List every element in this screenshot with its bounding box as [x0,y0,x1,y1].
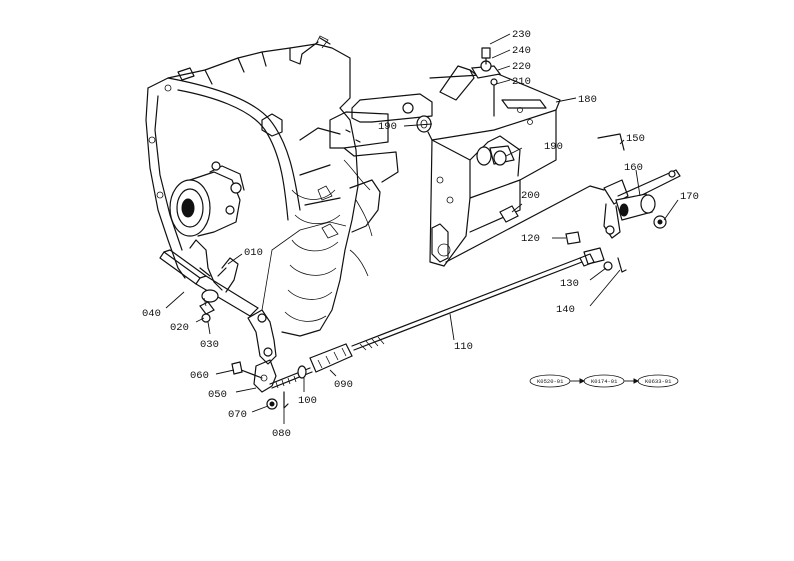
part-labels: 230 240 220 210 180 190 190 200 150 160 … [142,29,699,440]
serial-code-oval-3 [637,374,679,388]
lever-arm-assembly [247,221,347,393]
label-170: 170 [680,191,699,203]
lever-150-assembly [597,133,681,239]
nut-170 [653,215,667,229]
serial-code-3: K0633-01 [645,378,672,385]
bushing-190-lower [476,146,507,166]
plate-220-bolt-230-washer-240 [470,47,502,79]
leader-lines [165,33,679,424]
shift-rod-040 [159,249,259,317]
serial-arrowhead-1 [579,378,586,384]
clevis-130 [583,247,613,271]
label-190-upper: 190 [378,121,397,133]
pin-160 [615,193,656,221]
transmission-housing [145,35,381,337]
pin-210 [490,78,498,117]
label-160: 160 [624,162,643,174]
label-120: 120 [521,233,540,245]
turnbuckle-090 [309,343,353,373]
label-130: 130 [560,278,579,290]
lever-plate-assembly [329,93,433,183]
release-bearing-assembly [169,161,245,237]
label-020: 020 [170,322,189,334]
label-060: 060 [190,370,209,382]
label-180: 180 [578,94,597,106]
washer-070-and-pin-080 [266,391,289,410]
label-030: 030 [200,339,219,351]
label-150: 150 [626,133,645,145]
label-040: 040 [142,308,161,320]
label-200: 200 [521,190,540,202]
label-210: 210 [512,76,531,88]
link-rod [445,185,605,263]
serial-code-2: K0174-01 [591,378,618,385]
bolt-020-and-nut-030 [199,297,215,323]
bushing-190-upper [416,115,432,133]
label-240: 240 [512,45,531,57]
serial-code-1: K0520-01 [537,378,564,385]
label-070: 070 [228,409,247,421]
label-230: 230 [512,29,531,41]
label-140: 140 [556,304,575,316]
label-110: 110 [454,341,473,353]
label-190-lower: 190 [544,141,563,153]
handle-lever [439,65,479,101]
clevis-pin-060 [231,361,263,379]
clevis-120 [565,231,581,245]
serial-code-chain: K0520-01 K0174-01 K0633-01 [529,374,679,388]
threaded-rod-and-nut-100 [269,365,313,389]
shift-fork-010 [189,239,239,293]
label-090: 090 [334,379,353,391]
label-050: 050 [208,389,227,401]
pin-140 [617,257,627,273]
label-100: 100 [298,395,317,407]
bolt-200 [499,205,519,223]
label-220: 220 [512,61,531,73]
label-010: 010 [244,247,263,259]
label-080: 080 [272,428,291,440]
serial-arrowhead-2 [633,378,640,384]
control-rod-110 [351,253,595,351]
